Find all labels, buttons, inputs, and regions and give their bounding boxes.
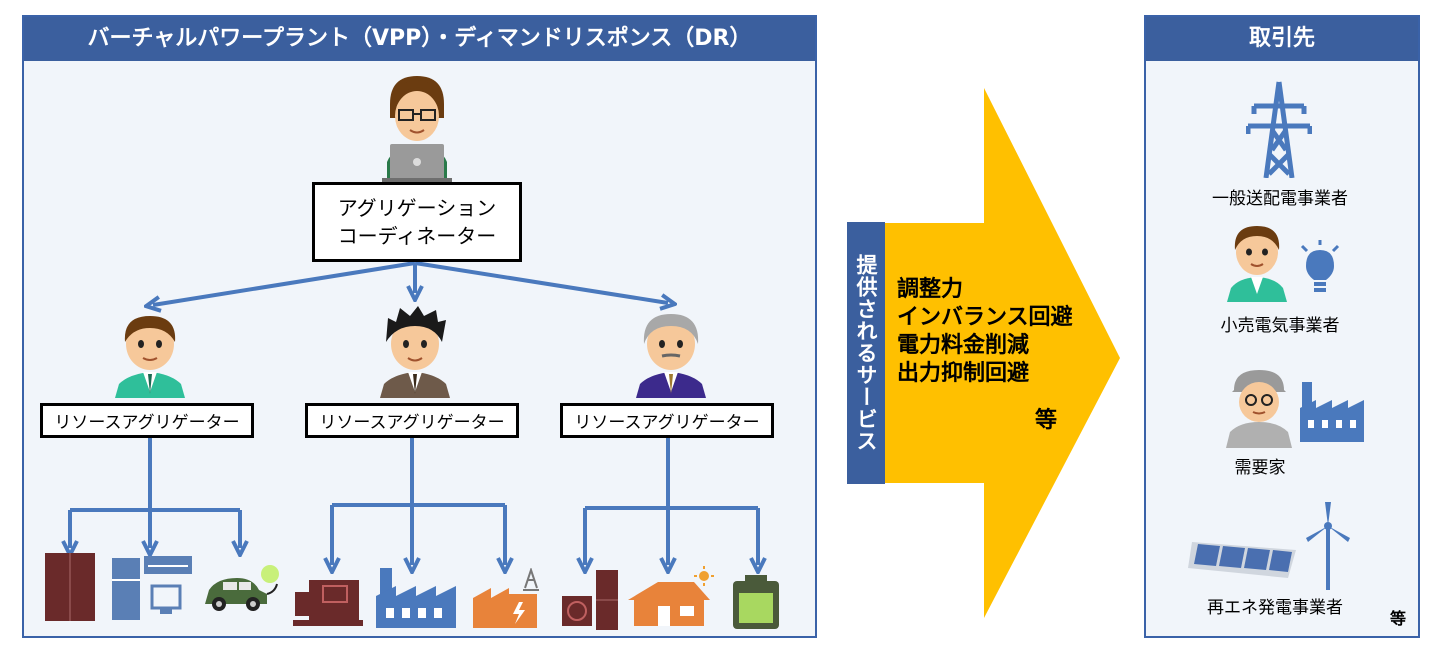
aggregator-label: リソースアグリゲーター bbox=[574, 413, 760, 433]
battery-icon bbox=[733, 575, 779, 629]
light-bulb-icon bbox=[1300, 240, 1340, 292]
partner-label-retailer: 小売電気事業者 bbox=[1220, 316, 1340, 336]
partners-panel-title: 取引先 bbox=[1146, 17, 1418, 61]
coordinator-label-line2: コーディネーター bbox=[337, 224, 497, 248]
transmission-tower-icon bbox=[1246, 81, 1312, 178]
wind-solar-icon bbox=[1188, 502, 1350, 590]
service-item: 調整力 bbox=[897, 277, 964, 302]
provided-services-label: 提供されるサービス bbox=[847, 222, 885, 484]
storage-battery-icon bbox=[45, 553, 95, 621]
arrow-to-aggregator-1 bbox=[153, 261, 416, 305]
services-etc: 等 bbox=[1035, 408, 1058, 433]
aggregation-coordinator-box: アグリゲーション コーディネーター bbox=[312, 182, 522, 262]
service-item: 電力料金削減 bbox=[897, 333, 1030, 358]
partner-label-transmission: 一般送配電事業者 bbox=[1212, 189, 1348, 209]
generator-icon bbox=[293, 580, 363, 626]
retailer-person-icon bbox=[1227, 226, 1287, 302]
appliances-icon bbox=[112, 556, 192, 620]
factory-icon bbox=[1300, 382, 1364, 442]
worker-icon bbox=[1226, 370, 1292, 448]
aggregator-label: リソースアグリゲーター bbox=[319, 413, 505, 433]
service-flow-arrow bbox=[884, 88, 1120, 618]
resource-aggregator-box-1: リソースアグリゲーター bbox=[40, 403, 254, 438]
aggregator-label: リソースアグリゲーター bbox=[54, 413, 240, 433]
person-green-icon bbox=[115, 316, 185, 398]
arrow-to-aggregator-3 bbox=[414, 261, 668, 303]
heat-pump-icon bbox=[562, 570, 618, 630]
resource-aggregator-box-2: リソースアグリゲーター bbox=[305, 403, 519, 438]
coordinator-label-line1: アグリゲーション bbox=[337, 196, 497, 220]
factory-icon bbox=[376, 568, 456, 628]
person-laptop-icon bbox=[382, 76, 452, 182]
service-item: インバランス回避 bbox=[897, 305, 1073, 330]
partner-label-renewable: 再エネ発電事業者 bbox=[1207, 598, 1343, 618]
partners-etc: 等 bbox=[1390, 609, 1407, 628]
resource-aggregator-box-3: リソースアグリゲーター bbox=[560, 403, 774, 438]
services-list: 調整力 インバランス回避 電力料金削減 出力抑制回避 bbox=[897, 276, 1073, 388]
power-plant-icon bbox=[473, 568, 539, 628]
person-black-hair-icon bbox=[380, 306, 450, 398]
solar-house-icon bbox=[628, 566, 714, 626]
vpp-dr-panel-title: バーチャルパワープラント（VPP）・ディマンドリスポンス（DR） bbox=[24, 17, 815, 61]
person-gray-hair-icon bbox=[636, 314, 706, 398]
partner-label-consumer: 需要家 bbox=[1234, 458, 1286, 478]
electric-car-icon bbox=[205, 565, 279, 611]
service-item: 出力抑制回避 bbox=[897, 361, 1030, 386]
